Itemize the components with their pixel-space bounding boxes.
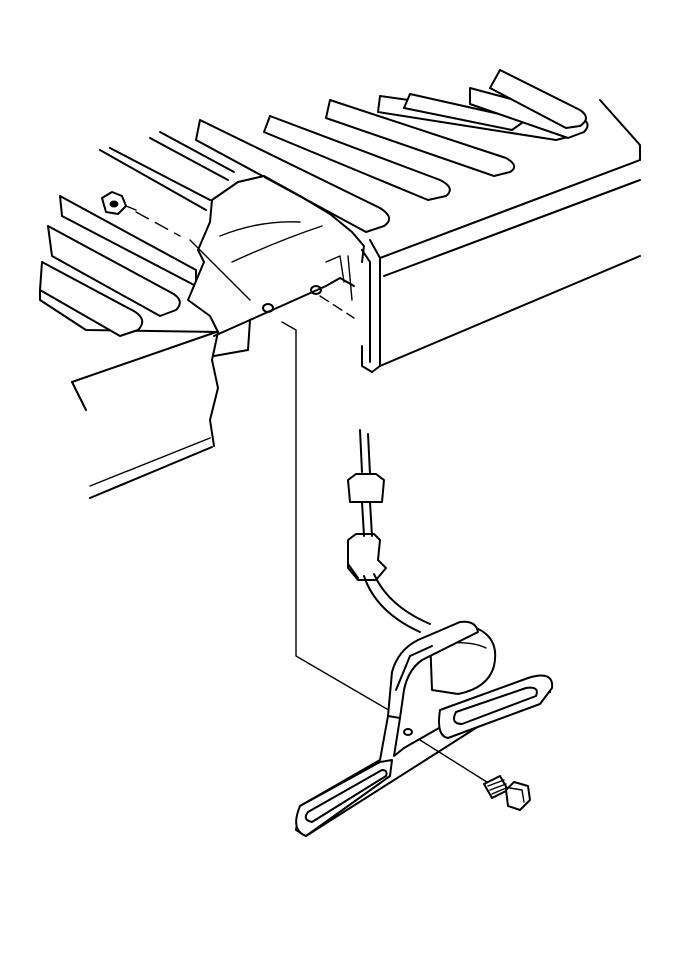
harness-connector — [347, 473, 387, 581]
wire-harness — [359, 429, 431, 633]
tailgate-panel — [39, 99, 641, 499]
cutaway-edge — [187, 175, 365, 447]
mounting-nut — [101, 191, 137, 215]
mounting-bolt — [483, 775, 531, 811]
alignment-leader-lines — [135, 211, 491, 785]
license-plate-bracket — [295, 620, 554, 837]
tailgate-ribs — [39, 69, 589, 337]
